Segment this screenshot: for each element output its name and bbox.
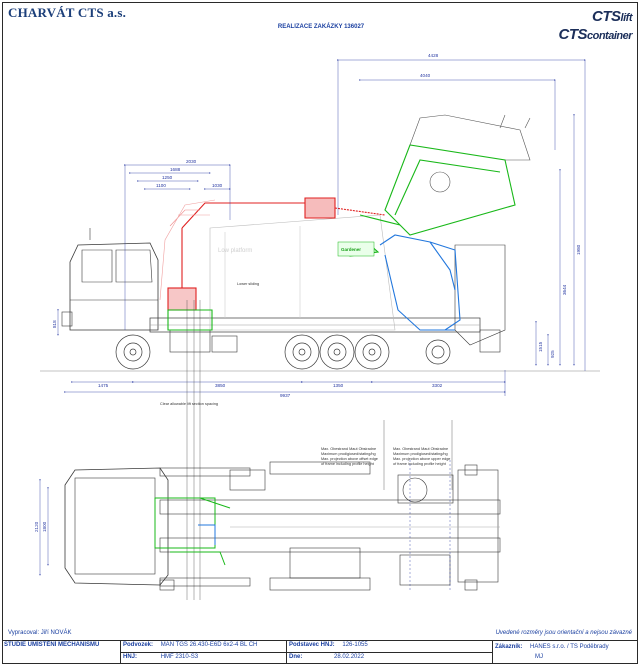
chassis-value: MAN TGS 26.430-E6D 6x2-4 BL CH bbox=[160, 642, 258, 648]
note-right: Max. Obestrand Maut Obsiradne Maximum pr… bbox=[393, 447, 450, 466]
dim-bottom-2: 3850 bbox=[215, 383, 226, 388]
crane-red bbox=[167, 197, 386, 311]
note-right-line: Maximum prodigiosed/stating/hg bbox=[393, 452, 448, 456]
dim-bottom-4: 3302 bbox=[432, 383, 443, 388]
mount-value: 126-1055 bbox=[342, 642, 368, 648]
title-block: Vypracoval: Jiří NOVÁK Uvedené rozměry j… bbox=[2, 630, 638, 664]
dim-left-2: 1688 bbox=[170, 167, 181, 172]
dim-left-vertical: 818 bbox=[52, 320, 57, 328]
dim-left-5: 1030 bbox=[212, 183, 223, 188]
note-left-line: Max. Obestrand Maut Obsiradne bbox=[321, 447, 376, 451]
hnj-label: HNJ: bbox=[123, 654, 138, 660]
customer-sub: MJ bbox=[535, 654, 543, 660]
dim-right-2: 3644 bbox=[562, 284, 567, 295]
mount-label: Podstavec HNJ: bbox=[289, 642, 335, 648]
brand-sticker: Gardener bbox=[341, 247, 361, 252]
side-view bbox=[40, 214, 600, 372]
cts-lift-logo: CTSlift bbox=[592, 8, 632, 25]
dim-left-4: 1100 bbox=[156, 183, 166, 188]
study-label: STUDIE UMÍSTĚNÍ MECHANISMU bbox=[4, 642, 100, 648]
wheels bbox=[115, 334, 451, 370]
drawn-by-value: Jiří NOVÁK bbox=[40, 630, 72, 636]
dim-plan-2: 1800 bbox=[42, 521, 47, 532]
dim-bottom-1: 1475 bbox=[98, 383, 109, 388]
dim-left-3: 1250 bbox=[162, 175, 173, 180]
dim-right-3: 925 bbox=[550, 350, 555, 358]
disclaimer: Uvedené rozměry jsou orientační a nejsou… bbox=[495, 630, 632, 636]
lift-green bbox=[167, 144, 516, 331]
customer-label: Zákazník: bbox=[495, 644, 523, 650]
note-left-line: Maximum prodigiosed/stating/hg bbox=[321, 452, 376, 456]
hnj-value: HMF 2310-S3 bbox=[160, 654, 199, 660]
section-note: Clear allowable lift section spacing bbox=[160, 402, 218, 406]
dim-left-1: 2030 bbox=[186, 159, 197, 164]
dim-top-2: 4040 bbox=[420, 73, 431, 78]
plan-view bbox=[64, 461, 501, 591]
cts-container-logo: CTScontainer bbox=[558, 26, 632, 43]
company-name: CHARVÁT CTS a.s. bbox=[8, 5, 127, 20]
note-left-line: of frame including profile height bbox=[321, 462, 375, 466]
dim-right-1: 1980 bbox=[576, 244, 581, 255]
body-small-label: Lower sliding bbox=[237, 282, 259, 286]
dim-top-1: 4428 bbox=[428, 53, 439, 58]
note-right-line: Max. Obestrand Maut Obsiradne bbox=[393, 447, 448, 451]
dim-bottom-3: 1350 bbox=[333, 383, 344, 388]
note-left: Max. Obestrand Maut Obsiradne Maximum pr… bbox=[321, 447, 378, 466]
date-label: Dne: bbox=[289, 654, 303, 660]
lift-blue bbox=[379, 234, 461, 331]
body-label: Low platform bbox=[218, 248, 252, 254]
note-left-line: Max. projection above offset edge bbox=[321, 457, 378, 461]
dim-overall: 9937 bbox=[280, 393, 291, 398]
note-right-line: Max. projection above upper edge bbox=[393, 457, 450, 461]
customer-value: HANES s.r.o. / TS Poděbrady bbox=[530, 644, 609, 650]
order-title: REALIZACE ZAKÁZKY 136027 bbox=[277, 24, 365, 30]
dim-plan-1: 2120 bbox=[34, 521, 39, 532]
drawn-by-label: Vypracoval: bbox=[8, 630, 40, 636]
note-right-line: of frame including profile height bbox=[393, 462, 447, 466]
date-value: 28.02.2022 bbox=[334, 654, 365, 660]
plan-mechanism-green bbox=[154, 497, 231, 566]
dim-right-4: 1515 bbox=[538, 341, 543, 352]
dimension-lines bbox=[57, 59, 586, 396]
chassis-label: Podvozek: bbox=[123, 642, 154, 648]
